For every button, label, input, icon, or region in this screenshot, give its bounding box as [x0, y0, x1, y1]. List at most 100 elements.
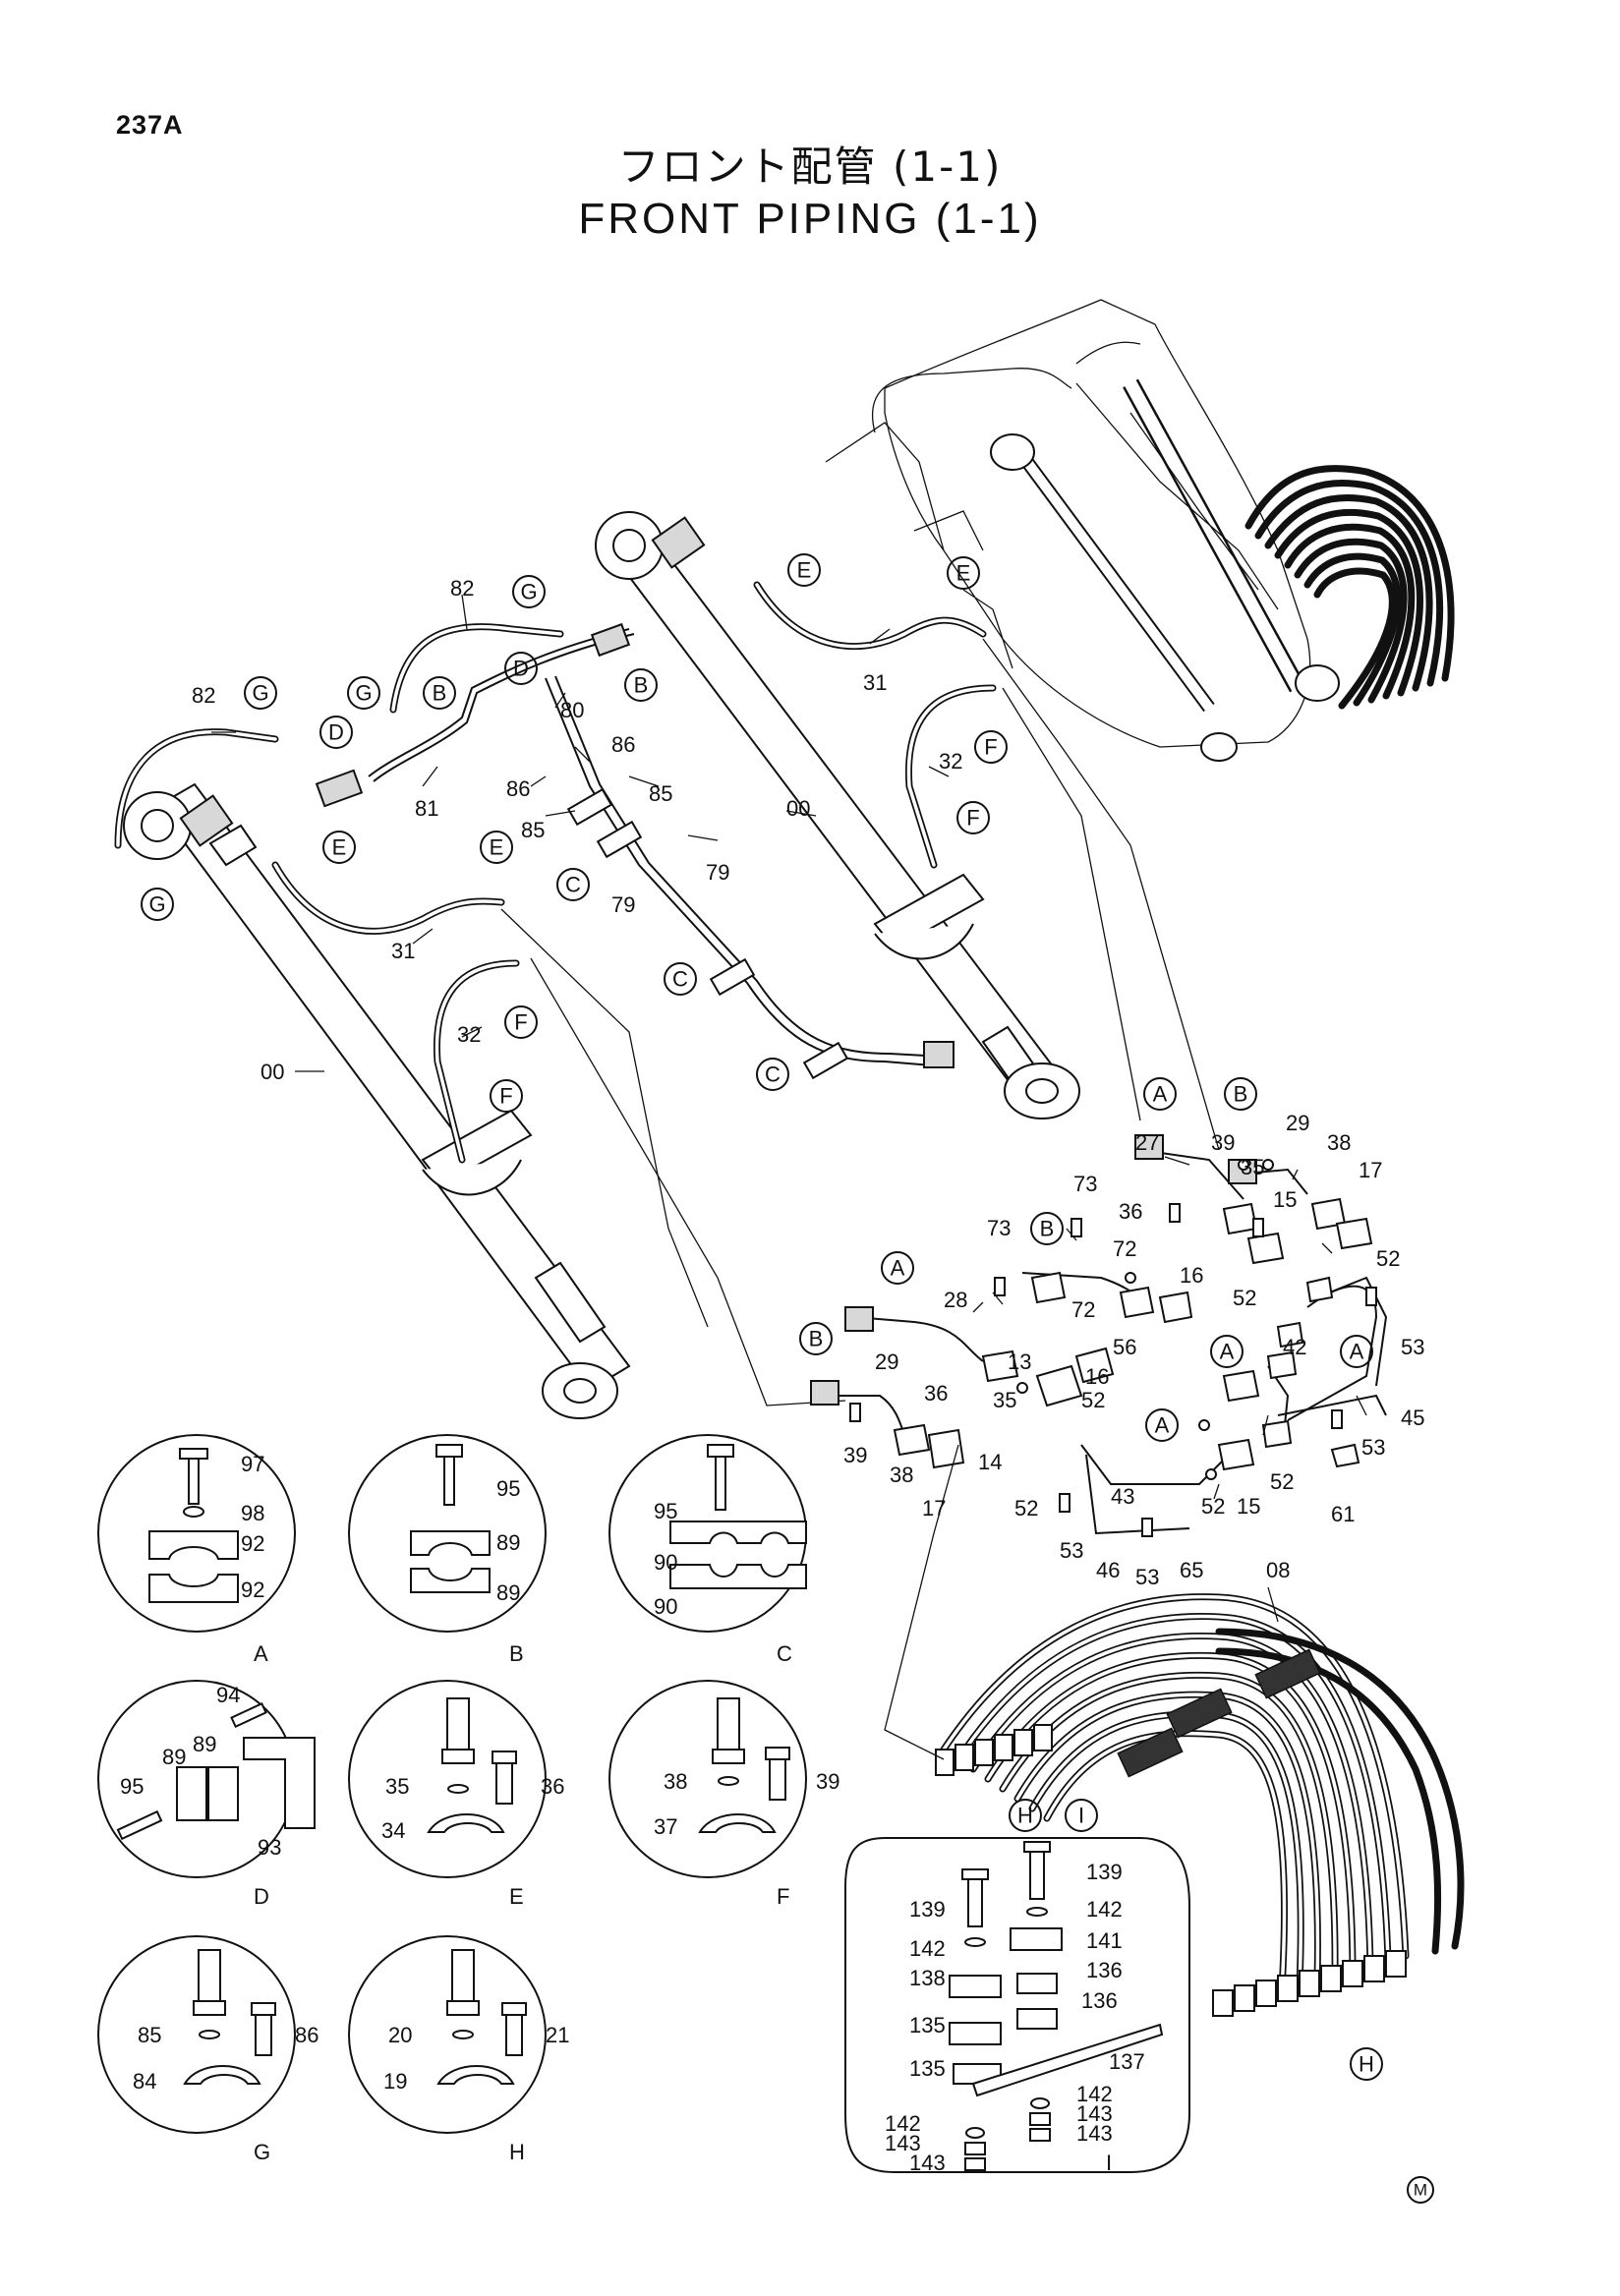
detail-b-95: 95	[496, 1476, 520, 1501]
callout-g-2: G	[252, 681, 268, 706]
hose-group-upper-left	[114, 622, 955, 1080]
valve-piping	[810, 1134, 1388, 1537]
detail-i-139-a: 139	[1086, 1860, 1123, 1884]
label-38-left: 38	[890, 1463, 913, 1487]
cylinder-left	[123, 782, 631, 1419]
callout-f-2: F	[966, 806, 979, 831]
label-38-right: 38	[1327, 1130, 1351, 1155]
label-00-center: 00	[786, 796, 810, 821]
page-number: 237A	[116, 110, 184, 140]
label-15-right: 15	[1273, 1187, 1297, 1212]
label-53-c: 53	[1060, 1538, 1083, 1563]
detail-a-letter: A	[254, 1641, 268, 1666]
detail-d-95: 95	[120, 1774, 144, 1799]
label-86-b: 86	[506, 776, 530, 801]
callout-f-3: F	[514, 1010, 527, 1035]
callout-e-1: E	[797, 558, 812, 583]
hose-end-fittings-left	[935, 1724, 1053, 1776]
detail-i-142-b: 142	[909, 1936, 946, 1961]
detail-b-89-a: 89	[496, 1530, 520, 1555]
label-52-c: 52	[1081, 1388, 1105, 1412]
detail-i-141: 141	[1086, 1928, 1123, 1953]
leader-lines	[211, 594, 1367, 1623]
label-52-f: 52	[1014, 1496, 1038, 1521]
label-27: 27	[1135, 1130, 1159, 1155]
label-28: 28	[944, 1288, 967, 1312]
label-35-right: 35	[1241, 1155, 1264, 1179]
detail-g-letter: G	[254, 2140, 270, 2164]
label-52-b: 52	[1233, 1286, 1256, 1310]
detail-d-93: 93	[258, 1835, 281, 1860]
main-part-labels: 82 82 80 86 86 81 85 85 79 79 00 31 32 3…	[192, 576, 1424, 1589]
label-39-right: 39	[1211, 1130, 1235, 1155]
label-42: 42	[1283, 1335, 1306, 1359]
hose-end-fittings-right	[1212, 1950, 1407, 2017]
detail-f-39: 39	[816, 1769, 839, 1794]
detail-a-92-a: 92	[241, 1531, 264, 1556]
detail-a-92-b: 92	[241, 1578, 264, 1602]
detail-b-letter: B	[509, 1641, 524, 1666]
label-79-b: 79	[611, 892, 635, 917]
detail-i-142-d: 142	[885, 2111, 921, 2136]
label-16-upper: 16	[1180, 1263, 1203, 1288]
detail-f-38: 38	[664, 1769, 687, 1794]
detail-b-89-b: 89	[496, 1580, 520, 1605]
label-46: 46	[1096, 1558, 1120, 1582]
label-45: 45	[1401, 1406, 1424, 1430]
callout-f-4: F	[499, 1084, 512, 1109]
callout-c-2: C	[672, 967, 688, 992]
label-43: 43	[1111, 1484, 1134, 1509]
label-29-left: 29	[875, 1349, 898, 1374]
callout-e-3: E	[332, 835, 347, 860]
label-29-right: 29	[1286, 1111, 1309, 1135]
callout-h-1: H	[1017, 1804, 1033, 1828]
label-35-left: 35	[993, 1388, 1016, 1412]
callout-b-3: B	[1234, 1082, 1248, 1107]
detail-i-139-b: 139	[909, 1897, 946, 1922]
detail-d-89-b: 89	[193, 1732, 216, 1756]
label-81: 81	[415, 796, 438, 821]
label-32-left: 32	[457, 1022, 481, 1047]
callout-c-3: C	[765, 1062, 781, 1087]
callout-b-1: B	[634, 673, 649, 698]
title-japanese: フロント配管 (1-1)	[617, 143, 1003, 191]
label-85-b: 85	[521, 818, 545, 842]
detail-i-142-c: 142	[1076, 2082, 1113, 2106]
detail-c-letter: C	[777, 1641, 792, 1666]
detail-c-90-a: 90	[654, 1550, 677, 1575]
detail-g-85: 85	[138, 2023, 161, 2047]
callout-a-5: A	[1155, 1413, 1170, 1438]
detail-i-142-a: 142	[1086, 1897, 1123, 1922]
detail-i-letter: I	[1106, 2151, 1112, 2175]
detail-e-34: 34	[381, 1818, 405, 1843]
label-16-lower: 16	[1085, 1364, 1109, 1389]
detail-c-95: 95	[654, 1499, 677, 1523]
label-72-upper: 72	[1113, 1236, 1136, 1261]
detail-i-137: 137	[1109, 2049, 1145, 2074]
label-52-d: 52	[1270, 1469, 1294, 1494]
callout-h-2: H	[1359, 2052, 1374, 2077]
label-61: 61	[1331, 1502, 1355, 1526]
label-79-a: 79	[706, 860, 729, 885]
detail-e-36: 36	[541, 1774, 564, 1799]
callout-i-1: I	[1078, 1804, 1084, 1828]
label-56: 56	[1113, 1335, 1136, 1359]
callout-d-2: D	[328, 720, 344, 745]
detail-e-letter: E	[509, 1884, 524, 1909]
detail-i-143-d: 143	[909, 2151, 946, 2175]
detail-i-136-b: 136	[1081, 1988, 1118, 2013]
detail-e-35: 35	[385, 1774, 409, 1799]
label-65: 65	[1180, 1558, 1203, 1582]
label-82-upper: 82	[450, 576, 474, 601]
hose-bundle-08	[884, 1444, 1465, 2017]
label-52-a: 52	[1376, 1246, 1400, 1271]
label-39-left: 39	[843, 1443, 867, 1467]
detail-a-97: 97	[241, 1452, 264, 1476]
callout-e-4: E	[490, 835, 504, 860]
label-17-left: 17	[922, 1496, 946, 1521]
boom-overview	[825, 299, 1455, 762]
label-32-right: 32	[939, 749, 962, 774]
label-82-left: 82	[192, 683, 215, 708]
label-13: 13	[1008, 1349, 1031, 1374]
callout-circles: E E G D B G G B D F F E E C G C F C F A …	[141, 553, 1383, 2081]
